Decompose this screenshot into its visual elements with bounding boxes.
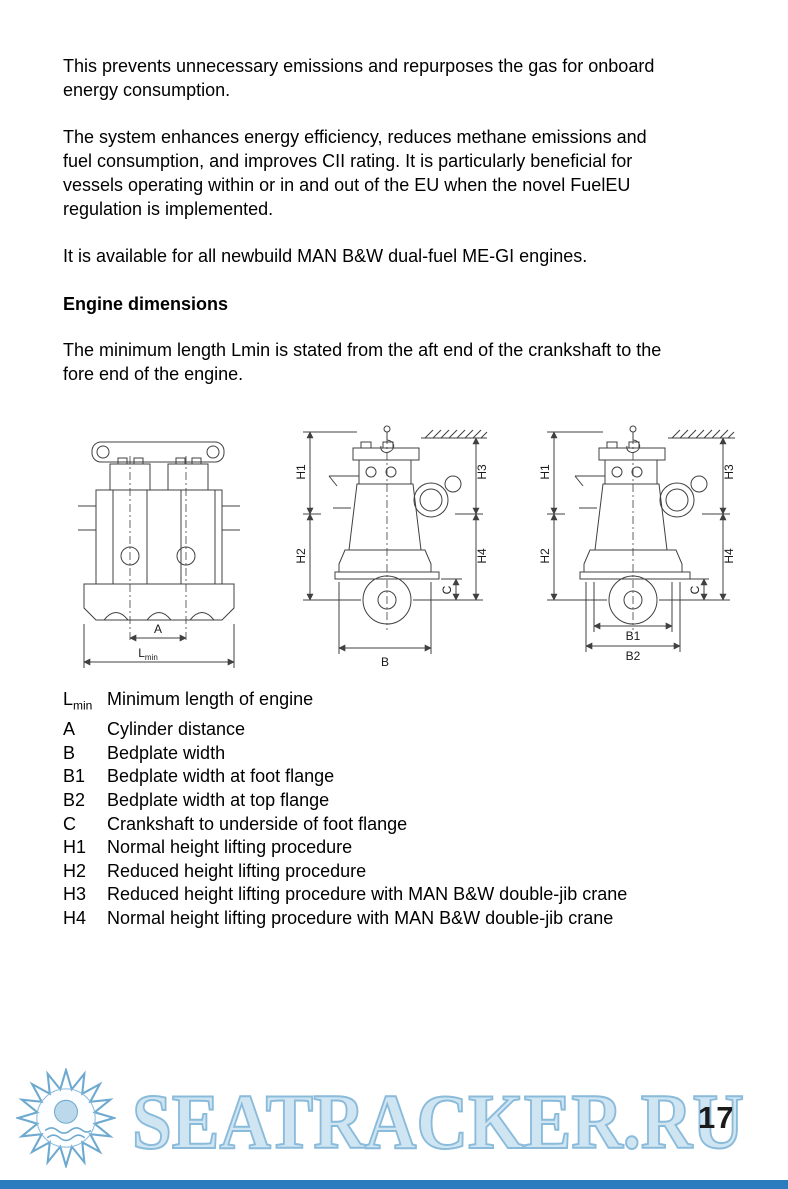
text-line: fore end of the engine.: [63, 364, 244, 384]
dim-label-h1: H1: [295, 464, 308, 480]
legend-symbol: A: [63, 719, 76, 740]
dim-label-h2: H2: [295, 548, 308, 564]
engine-end-view-double-jib: H1 H2 H3 H4 C B1 B2: [538, 425, 736, 663]
legend-row: B2 Bedplate width at top flange: [63, 789, 627, 813]
paragraph: This prevents unnecessary emissions and …: [63, 54, 661, 102]
engine-outline: [78, 441, 240, 621]
page-number: 17: [698, 1100, 735, 1135]
legend-symbol: H4: [63, 907, 87, 928]
legend-row: C Crankshaft to underside of foot flange: [63, 813, 627, 837]
engine-outline: [328, 441, 462, 625]
legend-symbol: B1: [63, 766, 86, 787]
dim-label-a: A: [154, 622, 162, 636]
dim-label-h3: H3: [475, 464, 489, 480]
legend-symbol: H1: [63, 837, 87, 858]
legend-row: H4 Normal height lifting procedure with …: [63, 907, 627, 931]
engine-dimension-figure: A Lmin: [60, 420, 760, 680]
legend-row: H2 Reduced height lifting procedure: [63, 860, 627, 884]
watermark: SEATRACKER.RU: [131, 1086, 745, 1162]
text-line: regulation is implemented.: [63, 199, 274, 219]
text-line: The minimum length Lmin is stated from t…: [63, 340, 662, 360]
legend-symbol: C: [63, 813, 76, 834]
legend-row: B1 Bedplate width at foot flange: [63, 765, 627, 789]
legend-row: H1 Normal height lifting procedure: [63, 836, 627, 860]
legend-row: A Cylinder distance: [63, 718, 627, 742]
watermark-text: SEATRACKER.RU: [132, 1086, 744, 1162]
text-line: The system enhances energy efficiency, r…: [63, 127, 647, 147]
engine-side-view: A Lmin: [78, 441, 240, 668]
legend-description: Reduced height lifting procedure with MA…: [107, 884, 628, 905]
dim-label-b2: B2: [626, 649, 641, 663]
footer-bar: [0, 1180, 788, 1189]
dim-label-lmin: Lmin: [138, 646, 158, 662]
ceiling-hatch: [421, 429, 488, 439]
legend-description: Crankshaft to underside of foot flange: [107, 813, 408, 834]
legend-symbol: H2: [63, 860, 87, 881]
legend-description: Normal height lifting procedure: [107, 837, 353, 858]
text-line: This prevents unnecessary emissions and …: [63, 56, 655, 76]
legend-row: Lmin Minimum length of engine: [63, 688, 627, 718]
dim-label-h1: H1: [538, 464, 552, 480]
dim-label-c: C: [688, 585, 702, 594]
dim-label-h2: H2: [538, 548, 552, 564]
paragraph: It is available for all newbuild MAN B&W…: [63, 244, 661, 268]
dim-label-h3: H3: [722, 464, 736, 480]
legend-description: Minimum length of engine: [107, 689, 314, 709]
dim-label-b1: B1: [626, 629, 641, 643]
legend-row: H3 Reduced height lifting procedure with…: [63, 883, 627, 907]
dim-label-c: C: [440, 585, 454, 594]
dimension-lines: [303, 431, 483, 654]
paragraph: The minimum length Lmin is stated from t…: [63, 338, 661, 386]
text-line: It is available for all newbuild MAN B&W…: [63, 246, 588, 266]
legend-symbol: B2: [63, 789, 86, 810]
dimension-lines: [547, 431, 730, 652]
paragraph: The system enhances energy efficiency, r…: [63, 125, 661, 221]
legend-description: Bedplate width: [107, 742, 226, 763]
legend-symbol: B: [63, 742, 76, 763]
legend-symbol: H3: [63, 884, 87, 905]
text-line: energy consumption.: [63, 80, 231, 100]
dim-label-b: B: [381, 655, 389, 669]
sun-logo-icon: [16, 1068, 116, 1168]
section-heading: Engine dimensions: [63, 294, 229, 314]
ceiling-hatch: [668, 429, 735, 439]
legend-description: Normal height lifting procedure with MAN…: [107, 907, 614, 928]
text-line: fuel consumption, and improves CII ratin…: [63, 151, 633, 171]
legend-symbol: Lmin: [63, 689, 93, 713]
legend-row: B Bedplate width: [63, 742, 627, 766]
text-line: vessels operating within or in and out o…: [63, 175, 631, 195]
dimension-lines: [83, 624, 235, 668]
dim-label-h4: H4: [475, 548, 489, 564]
legend-description: Reduced height lifting procedure: [107, 860, 367, 881]
engine-outline: [574, 441, 708, 625]
dim-label-h4: H4: [722, 548, 736, 564]
dimension-legend: Lmin Minimum length of engine A Cylinder…: [63, 688, 627, 931]
engine-end-view-normal: H1 H2 H3 H4 C B: [295, 425, 489, 669]
legend-description: Cylinder distance: [107, 719, 246, 740]
page-content: This prevents unnecessary emissions and …: [63, 54, 661, 409]
legend-description: Bedplate width at top flange: [107, 789, 330, 810]
legend-description: Bedplate width at foot flange: [107, 766, 335, 787]
centerlines: [129, 456, 187, 642]
